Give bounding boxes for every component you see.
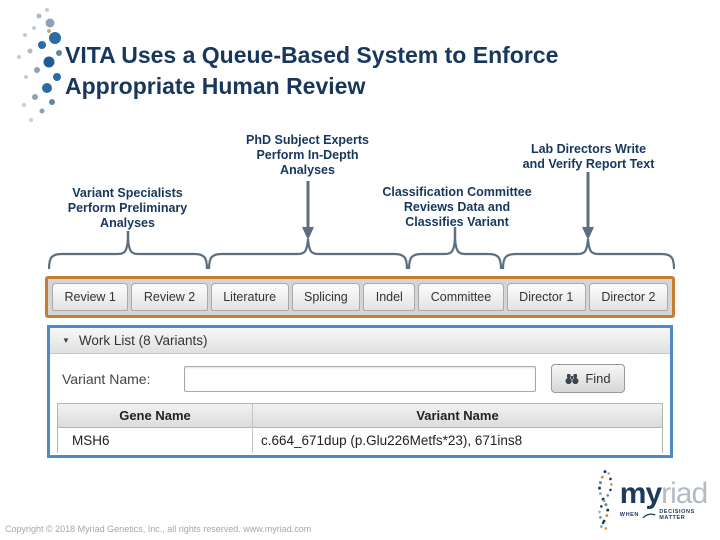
column-header-variant-name[interactable]: Variant Name — [253, 404, 662, 428]
logo-text-riad: riad — [661, 477, 708, 510]
cell-variant-name: c.664_671dup (p.Glu226Metfs*23), 671ins8 — [253, 428, 662, 453]
tab-review-2[interactable]: Review 2 — [131, 283, 208, 311]
page-title-line1: VITA Uses a Queue-Based System to Enforc… — [65, 42, 559, 68]
brace-analysis-tabs — [207, 238, 409, 270]
binoculars-icon — [565, 373, 579, 384]
tab-director-2[interactable]: Director 2 — [588, 283, 668, 311]
label-phd-experts: PhD Subject Experts Perform In-Depth Ana… — [246, 133, 369, 177]
logo-text-my: my — [619, 477, 662, 510]
label-variant-specialists: Variant Specialists Perform Preliminary … — [67, 186, 188, 230]
work-list-title: Work List (8 Variants) — [78, 333, 208, 348]
brace-review-tabs — [47, 238, 209, 270]
tab-committee[interactable]: Committee — [418, 283, 504, 311]
tab-indel[interactable]: Indel — [363, 283, 416, 311]
cell-gene-name: MSH6 — [58, 428, 253, 453]
arrowhead-lab — [582, 227, 594, 240]
review-queue-tab-bar: Review 1 Review 2 Literature Splicing In… — [45, 276, 675, 318]
myriad-wordmark: myriad WHEN DECISIONS MATTER — [619, 477, 716, 522]
dna-dots-decoration — [17, 8, 62, 122]
work-list-panel: ▼ Work List (8 Variants) Variant Name: F… — [47, 325, 673, 458]
page-title-line2: Appropriate Human Review — [65, 73, 366, 99]
tab-splicing[interactable]: Splicing — [291, 283, 361, 311]
label-classification-committee: Classification Committee Reviews Data an… — [382, 185, 532, 229]
variant-name-input[interactable] — [184, 365, 536, 392]
brace-committee-tab — [407, 238, 503, 270]
brace-director-tabs — [501, 238, 676, 270]
tab-literature[interactable]: Literature — [210, 283, 289, 311]
tab-review-1[interactable]: Review 1 — [52, 283, 129, 311]
arrowhead-phd — [302, 227, 314, 240]
variant-search-row: Variant Name: Find — [50, 354, 670, 403]
variant-table-header-row: Gene Name Variant Name — [58, 404, 662, 428]
column-header-gene-name[interactable]: Gene Name — [58, 404, 253, 428]
table-row[interactable]: MSH6 c.664_671dup (p.Glu226Metfs*23), 67… — [58, 428, 662, 453]
variant-table: Gene Name Variant Name MSH6 c.664_671dup… — [57, 403, 663, 453]
myriad-dna-icon — [598, 470, 613, 530]
page-title: VITA Uses a Queue-Based System to Enforc… — [65, 40, 665, 102]
myriad-logo: myriad WHEN DECISIONS MATTER — [594, 464, 716, 536]
copyright-text: Copyright © 2018 Myriad Genetics, Inc., … — [5, 524, 312, 534]
tab-director-1[interactable]: Director 1 — [506, 283, 586, 311]
logo-swoosh — [642, 513, 656, 518]
label-lab-directors: Lab Directors Write and Verify Report Te… — [522, 142, 655, 171]
collapse-triangle-icon[interactable]: ▼ — [62, 336, 70, 345]
find-button-label: Find — [585, 371, 611, 386]
variant-name-label: Variant Name: — [62, 370, 151, 387]
work-list-header[interactable]: ▼ Work List (8 Variants) — [50, 328, 670, 354]
find-button[interactable]: Find — [551, 364, 625, 393]
logo-tagline: WHEN DECISIONS MATTER — [619, 509, 695, 521]
